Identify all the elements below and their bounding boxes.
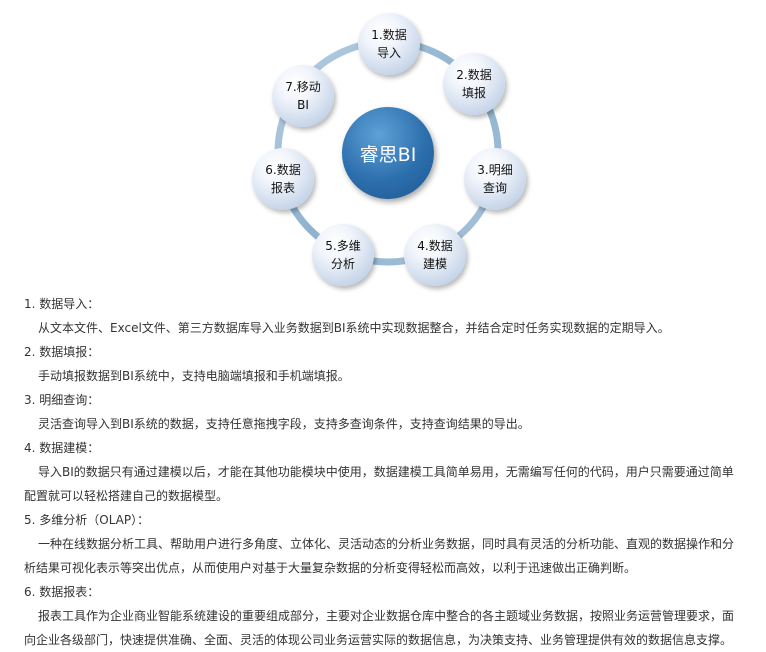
node-label-line1: 5.多维: [325, 239, 361, 253]
section-desc-data-import: 从文本文件、Excel文件、第三方数据库导入业务数据到BI系统中实现数据整合，并…: [38, 321, 670, 335]
section-desc-olap: 一种在线数据分析工具、帮助用户进行多角度、立体化、灵活动态的分析业务数据，同时具…: [24, 537, 735, 575]
node-label-line1: 6.数据: [265, 163, 301, 177]
node-mobile-bi: 7.移动 BI: [272, 65, 334, 127]
node-label-line1: 4.数据: [417, 239, 453, 253]
node-label-line2: 分析: [330, 257, 355, 271]
section-heading-data-import: 1. 数据导入：: [24, 297, 100, 311]
node-data-report: 6.数据报表: [252, 148, 314, 210]
node-label-line1: 2.数据: [456, 68, 492, 82]
section-heading-data-entry: 2. 数据填报：: [24, 345, 100, 359]
section-heading-olap: 5. 多维分析（OLAP）：: [24, 513, 150, 527]
section-heading-data-modeling: 4. 数据建模：: [24, 441, 100, 455]
node-label-line2: 导入: [376, 46, 401, 60]
node-label-line2: 填报: [461, 86, 486, 100]
node-label-line2: 建模: [422, 257, 447, 271]
node-data-import: 1.数据导入: [358, 13, 420, 75]
section-desc-detail-query: 灵活查询导入到BI系统的数据，支持任意拖拽字段，支持多查询条件，支持查询结果的导…: [38, 417, 530, 431]
node-label-line2: 报表: [270, 181, 295, 195]
center-label: 睿思BI: [359, 143, 417, 166]
node-data-modeling: 4.数据建模: [404, 224, 466, 286]
node-data-entry: 2.数据填报: [443, 53, 505, 115]
section-desc-data-modeling: 导入BI的数据只有通过建模以后，才能在其他功能模块中使用，数据建模工具简单易用，…: [24, 465, 734, 503]
node-label-line1: 1.数据: [371, 28, 407, 42]
feature-list: 1. 数据导入： 从文本文件、Excel文件、第三方数据库导入业务数据到BI系统…: [0, 292, 766, 652]
node-label-line1: 3.明细: [477, 163, 513, 177]
node-detail-query: 3.明细查询: [464, 148, 526, 210]
section-desc-data-entry: 手动填报数据到BI系统中，支持电脑端填报和手机端填报。: [38, 369, 350, 383]
node-label-line2: 查询: [482, 181, 507, 195]
node-olap: 5.多维分析: [312, 224, 374, 286]
section-heading-detail-query: 3. 明细查询：: [24, 393, 100, 407]
center-bubble: 睿思BI: [342, 107, 434, 199]
section-heading-data-report: 6. 数据报表：: [24, 585, 100, 599]
bi-feature-diagram: 睿思BI 1.数据导入 2.数据填报 3.明细查询 4.数据建模 5.多维分析 …: [236, 12, 536, 292]
node-label-line2: BI: [297, 98, 309, 112]
node-label-line1: 7.移动: [285, 80, 321, 94]
section-desc-data-report: 报表工具作为企业商业智能系统建设的重要组成部分，主要对企业数据仓库中整合的各主题…: [24, 609, 735, 647]
